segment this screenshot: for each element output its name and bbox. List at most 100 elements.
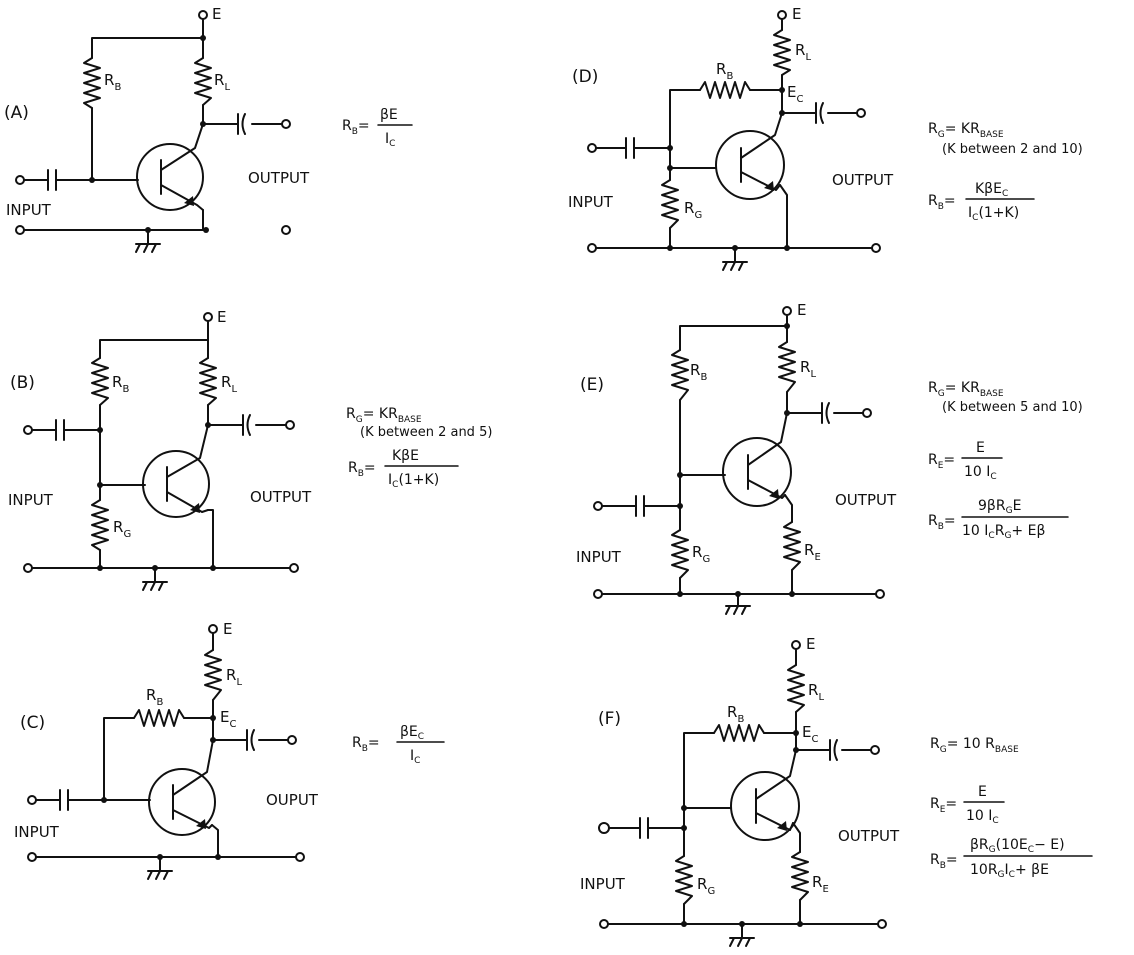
circuit-c: (C) E RL RB EC INPUT OUPUT RB= βEC IC	[14, 620, 445, 880]
svg-text:10 ICRG+ Eβ: 10 ICRG+ Eβ	[962, 523, 1045, 541]
circuit-d-transistor	[715, 130, 785, 200]
circuit-f-ec-label: EC	[802, 723, 818, 745]
circuit-b-rb-equation: RB= KβE IC(1+K)	[348, 448, 459, 490]
circuit-e-rb-resistor	[671, 349, 689, 401]
circuit-a-e-label: E	[212, 5, 221, 23]
circuit-f-rl-label: RL	[808, 681, 824, 703]
svg-text:RB=: RB=	[348, 460, 376, 479]
circuit-e-transistor-leads	[747, 412, 788, 499]
circuit-a-input-capacitor	[47, 169, 57, 191]
circuit-f-input-capacitor	[639, 817, 649, 839]
circuit-d-output-label: OUTPUT	[832, 171, 894, 189]
circuit-f-e-terminal	[791, 640, 801, 650]
svg-text:RE=: RE=	[930, 796, 957, 815]
svg-text:RG= KRBASE: RG= KRBASE	[346, 406, 422, 425]
circuit-f-wires	[603, 649, 881, 939]
circuit-e-rl-label: RL	[800, 358, 816, 380]
circuit-b-output-terminal	[285, 420, 295, 430]
svg-text:βRG(10EC− E): βRG(10EC− E)	[970, 837, 1065, 855]
circuit-e-transistor	[722, 437, 792, 507]
circuit-c-input-label: INPUT	[14, 823, 60, 841]
circuit-c-output-terminal	[287, 735, 297, 745]
circuit-c-rb-equation: RB= βEC IC	[352, 724, 445, 766]
circuit-a-emitter-arrow	[184, 196, 194, 206]
circuit-d-rb-resistor	[699, 81, 751, 99]
circuit-e-rg-equation: RG= KRBASE (K between 5 and 10)	[928, 380, 1083, 415]
circuit-d-rl-label: RL	[795, 41, 811, 63]
circuit-e-output-terminal	[862, 408, 872, 418]
circuit-d-input-terminal	[587, 143, 597, 153]
circuit-d-rb-equation: RB= KβEC IC(1+K)	[928, 181, 1035, 223]
circuit-f-rg-equation: RG= 10 RBASE	[930, 736, 1019, 755]
circuit-b-ground-symbol	[142, 581, 168, 591]
circuit-c-e-label: E	[223, 620, 232, 638]
svg-text:E: E	[978, 784, 987, 800]
circuit-d-e-label: E	[792, 5, 801, 23]
circuit-d-label: (D)	[572, 67, 598, 87]
circuit-d-output-capacitor	[815, 102, 824, 124]
circuit-a-input-terminal	[15, 175, 25, 185]
circuit-b-output-capacitor	[242, 414, 251, 436]
svg-text:10 IC: 10 IC	[966, 808, 999, 826]
circuit-c-rl-resistor	[204, 649, 222, 701]
circuit-b-label: (B)	[10, 373, 35, 393]
circuit-b-transistor-leads	[166, 424, 209, 513]
circuit-f-output-label: OUTPUT	[838, 827, 900, 845]
circuit-c-rb-label: RB	[146, 686, 163, 708]
svg-text:E: E	[976, 440, 985, 456]
circuit-e-e-label: E	[797, 301, 806, 319]
circuit-a-rb-label: RB	[104, 71, 121, 93]
circuit-c-transistor-leads	[172, 739, 214, 829]
circuit-f-transistor	[730, 771, 800, 841]
circuit-c-rl-label: RL	[226, 666, 242, 688]
circuit-a-e-terminal	[198, 10, 208, 20]
circuit-d-e-terminal	[777, 10, 787, 20]
circuit-e-input-terminal	[593, 501, 603, 511]
circuit-d-input-label: INPUT	[568, 193, 614, 211]
circuit-f-input-terminal	[598, 822, 610, 834]
circuit-b-output-label: OUTPUT	[250, 488, 312, 506]
svg-text:βEC: βEC	[400, 724, 424, 742]
circuit-c-ec-label: EC	[220, 708, 236, 730]
circuit-a-input-ground-terminal	[15, 225, 25, 235]
circuit-f-rb-label: RB	[727, 703, 744, 725]
circuit-a-transistor	[136, 143, 204, 211]
svg-text:IC: IC	[385, 131, 395, 149]
circuit-d-ground-symbol	[722, 261, 748, 271]
circuit-c-input-terminal	[27, 795, 37, 805]
circuit-b-input-label: INPUT	[8, 491, 54, 509]
svg-text:RG= KRBASE: RG= KRBASE	[928, 380, 1004, 399]
circuit-a-transistor-leads	[160, 123, 204, 211]
svg-text:RB=: RB=	[928, 513, 956, 532]
svg-text:RB=: RB=	[352, 735, 380, 754]
svg-text:9βRGE: 9βRGE	[978, 498, 1021, 516]
circuit-a-wires	[19, 37, 283, 245]
circuit-e-output-capacitor	[821, 402, 830, 424]
svg-text:10RGIC+ βE: 10RGIC+ βE	[970, 862, 1049, 880]
circuit-d-rg-label: RG	[684, 199, 702, 221]
circuit-b: (B) E RB RL RG INPUT OUTPUT RG= KRBASE (…	[8, 308, 492, 591]
svg-text:IC: IC	[410, 748, 420, 766]
circuit-a-rb-resistor	[83, 57, 101, 109]
circuit-f-output-terminal	[870, 745, 880, 755]
svg-text:RG= KRBASE: RG= KRBASE	[928, 121, 1004, 140]
circuit-b-e-terminal	[203, 312, 213, 322]
svg-text:KβEC: KβEC	[975, 181, 1008, 199]
svg-text:IC(1+K): IC(1+K)	[388, 472, 439, 490]
circuit-e-re-equation: RE= E 10 IC	[928, 440, 1003, 482]
circuit-b-input-capacitor	[55, 419, 65, 441]
circuit-c-input-capacitor	[59, 789, 69, 811]
svg-text:RB=: RB=	[930, 852, 958, 871]
circuit-c-output-capacitor	[246, 729, 255, 751]
circuit-f-re-label: RE	[812, 873, 829, 895]
circuit-b-rb-label: RB	[112, 373, 129, 395]
circuit-c-wires	[31, 633, 297, 872]
circuit-a-output-capacitor	[237, 113, 246, 135]
circuit-d-ec-label: EC	[787, 83, 803, 105]
circuit-b-rg-label: RG	[113, 518, 131, 540]
circuit-f-rg-label: RG	[697, 875, 715, 897]
circuit-b-input-terminal	[23, 425, 33, 435]
circuit-c-label: (C)	[20, 713, 45, 733]
circuit-e-k-note: (K between 5 and 10)	[942, 400, 1083, 415]
